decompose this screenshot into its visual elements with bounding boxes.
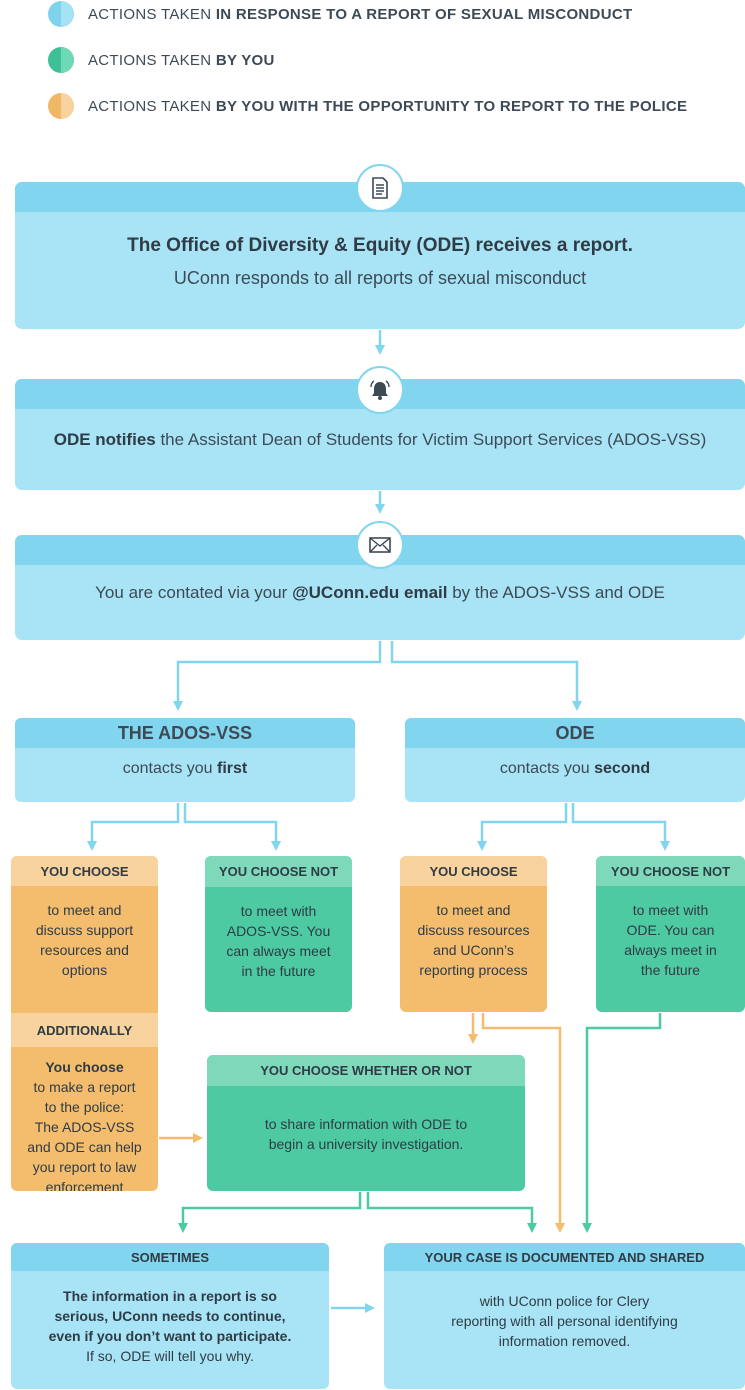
- ados-vss-header: THE ADOS-VSS: [15, 718, 355, 748]
- body-line: begin a university investigation.: [268, 1136, 464, 1152]
- body-line: enforcement: [45, 1179, 124, 1191]
- envelope-icon: [356, 521, 404, 569]
- arrow-ode-choose: [477, 803, 568, 851]
- ode-box: ODE contacts you second: [405, 718, 745, 802]
- legend-prefix: ACTIONS TAKEN: [88, 51, 216, 69]
- sometimes-header: SOMETIMES: [11, 1243, 329, 1271]
- body-line: in the future: [241, 963, 316, 979]
- legend-bold: IN RESPONSE TO A REPORT OF SEXUAL MISCON…: [215, 5, 633, 23]
- body-line: reporting with all personal identifying: [451, 1313, 678, 1329]
- body-line: reporting process: [419, 962, 528, 978]
- sometimes-body: The information in a report is so seriou…: [11, 1271, 329, 1366]
- ode-you-choose-box: YOU CHOOSE to meet and discuss resources…: [400, 856, 547, 1012]
- ode-you-choose-header: YOU CHOOSE: [400, 856, 547, 886]
- legend-item-by-you: ACTIONS TAKEN BY YOU: [48, 47, 275, 73]
- report-received-title: The Office of Diversity & Equity (ODE) r…: [127, 235, 633, 256]
- body-line: information removed.: [498, 1333, 631, 1349]
- body-line: even if you don’t want to participate.: [48, 1328, 292, 1344]
- body-line: to share information with ODE to: [264, 1116, 468, 1132]
- legend-prefix: ACTIONS TAKEN: [88, 97, 216, 115]
- ados-vss-pre: contacts you: [122, 760, 218, 777]
- body-line: If so, ODE will tell you why.: [86, 1348, 254, 1364]
- email-contact-pre: You are contated via your: [95, 583, 293, 602]
- arrow-to-ode: [390, 641, 582, 711]
- body-line: discuss resources: [417, 922, 530, 938]
- whether-or-not-body: to share information with ODE to begin a…: [207, 1086, 525, 1154]
- sometimes-box: SOMETIMES The information in a report is…: [11, 1243, 329, 1389]
- arrow-ados-choose: [87, 803, 180, 851]
- body-line: ODE. You can: [626, 922, 715, 938]
- body-line: can always meet: [226, 943, 331, 959]
- ados-you-choose-not-header: YOU CHOOSE NOT: [205, 856, 352, 887]
- report-received-subtitle: UConn responds to all reports of sexual …: [173, 268, 587, 288]
- document-icon: [356, 164, 404, 212]
- orange-legend-dot: [48, 93, 74, 119]
- email-contact-text: You are contated via your @UConn.edu ema…: [15, 583, 745, 603]
- email-contact-post: by the ADOS-VSS and ODE: [447, 583, 665, 602]
- body-line: resources and: [40, 942, 129, 958]
- arrow-ados-not: [183, 803, 281, 851]
- legend-item-police: ACTIONS TAKEN BY YOU WITH THE OPPORTUNIT…: [48, 93, 687, 119]
- legend-item-response: ACTIONS TAKEN IN RESPONSE TO A REPORT OF…: [48, 1, 632, 27]
- documented-header: YOUR CASE IS DOCUMENTED AND SHARED: [384, 1243, 745, 1271]
- arrow-whether-documented: [366, 1192, 537, 1233]
- legend-prefix: ACTIONS TAKEN: [88, 5, 216, 23]
- body-line: always meet in: [624, 942, 717, 958]
- arrow-ode-not-documented: [582, 1013, 662, 1233]
- ode-you-choose-not-body: to meet with ODE. You can always meet in…: [596, 886, 745, 980]
- ados-vss-bold: first: [217, 760, 248, 777]
- body-line: to the police:: [44, 1099, 125, 1115]
- body-line: to meet and: [47, 902, 122, 918]
- blue-legend-dot: [48, 1, 74, 27]
- arrow-ode-not: [571, 803, 670, 851]
- ados-you-choose-not-box: YOU CHOOSE NOT to meet with ADOS-VSS. Yo…: [205, 856, 352, 1012]
- body-line: options: [61, 962, 108, 978]
- whether-or-not-header: YOU CHOOSE WHETHER OR NOT: [207, 1055, 525, 1086]
- ode-you-choose-body: to meet and discuss resources and UConn’…: [400, 886, 547, 980]
- body-line: The information in a report is so: [63, 1288, 277, 1304]
- ode-header: ODE: [405, 718, 745, 748]
- legend-bold: BY YOU WITH THE OPPORTUNITY TO REPORT TO…: [215, 97, 688, 115]
- arrow-whether-sometimes: [178, 1192, 362, 1233]
- ode-notifies-text: ODE notifies the Assistant Dean of Stude…: [15, 430, 745, 450]
- body-line: to meet with: [240, 903, 317, 919]
- legend-bold: BY YOU: [215, 51, 275, 69]
- ados-you-choose-box: YOU CHOOSE to meet and discuss support r…: [11, 856, 158, 1191]
- additionally-body: You choose to make a report to the polic…: [11, 1047, 158, 1191]
- documented-body: with UConn police for Clery reporting wi…: [384, 1271, 745, 1351]
- ode-notifies-bold: ODE notifies: [53, 430, 156, 449]
- body-line: and ODE can help: [27, 1139, 142, 1155]
- arrow-ode-choose-documented: [481, 1013, 565, 1233]
- arrow-to-ados: [173, 641, 382, 711]
- body-line: to meet with: [632, 902, 709, 918]
- ode-notifies-rest: the Assistant Dean of Students for Victi…: [155, 430, 707, 449]
- body-line: the future: [640, 962, 701, 978]
- additionally-bold: You choose: [45, 1059, 124, 1075]
- bell-icon: [356, 366, 404, 414]
- body-line: with UConn police for Clery: [479, 1293, 650, 1309]
- body-line: you report to law: [32, 1159, 137, 1175]
- additionally-header: ADDITIONALLY: [11, 1013, 158, 1047]
- ode-you-choose-not-box: YOU CHOOSE NOT to meet with ODE. You can…: [596, 856, 745, 1012]
- ados-you-choose-not-body: to meet with ADOS-VSS. You can always me…: [205, 887, 352, 981]
- body-line: and UConn’s: [433, 942, 514, 958]
- green-legend-dot: [48, 47, 74, 73]
- email-contact-bold: @UConn.edu email: [292, 583, 448, 602]
- whether-or-not-box: YOU CHOOSE WHETHER OR NOT to share infor…: [207, 1055, 525, 1191]
- ados-vss-box: THE ADOS-VSS contacts you first: [15, 718, 355, 802]
- ados-you-choose-body: to meet and discuss support resources an…: [11, 886, 158, 1013]
- body-line: to meet and: [436, 902, 511, 918]
- body-line: ADOS-VSS. You: [226, 923, 331, 939]
- body-line: discuss support: [35, 922, 134, 938]
- ode-you-choose-not-header: YOU CHOOSE NOT: [596, 856, 745, 886]
- body-line: serious, UConn needs to continue,: [54, 1308, 286, 1324]
- body-line: The ADOS-VSS: [34, 1119, 135, 1135]
- ode-bold: second: [594, 760, 651, 777]
- body-line: to make a report: [33, 1079, 136, 1095]
- documented-box: YOUR CASE IS DOCUMENTED AND SHARED with …: [384, 1243, 745, 1389]
- ode-pre: contacts you: [499, 760, 595, 777]
- ados-you-choose-header: YOU CHOOSE: [11, 856, 158, 886]
